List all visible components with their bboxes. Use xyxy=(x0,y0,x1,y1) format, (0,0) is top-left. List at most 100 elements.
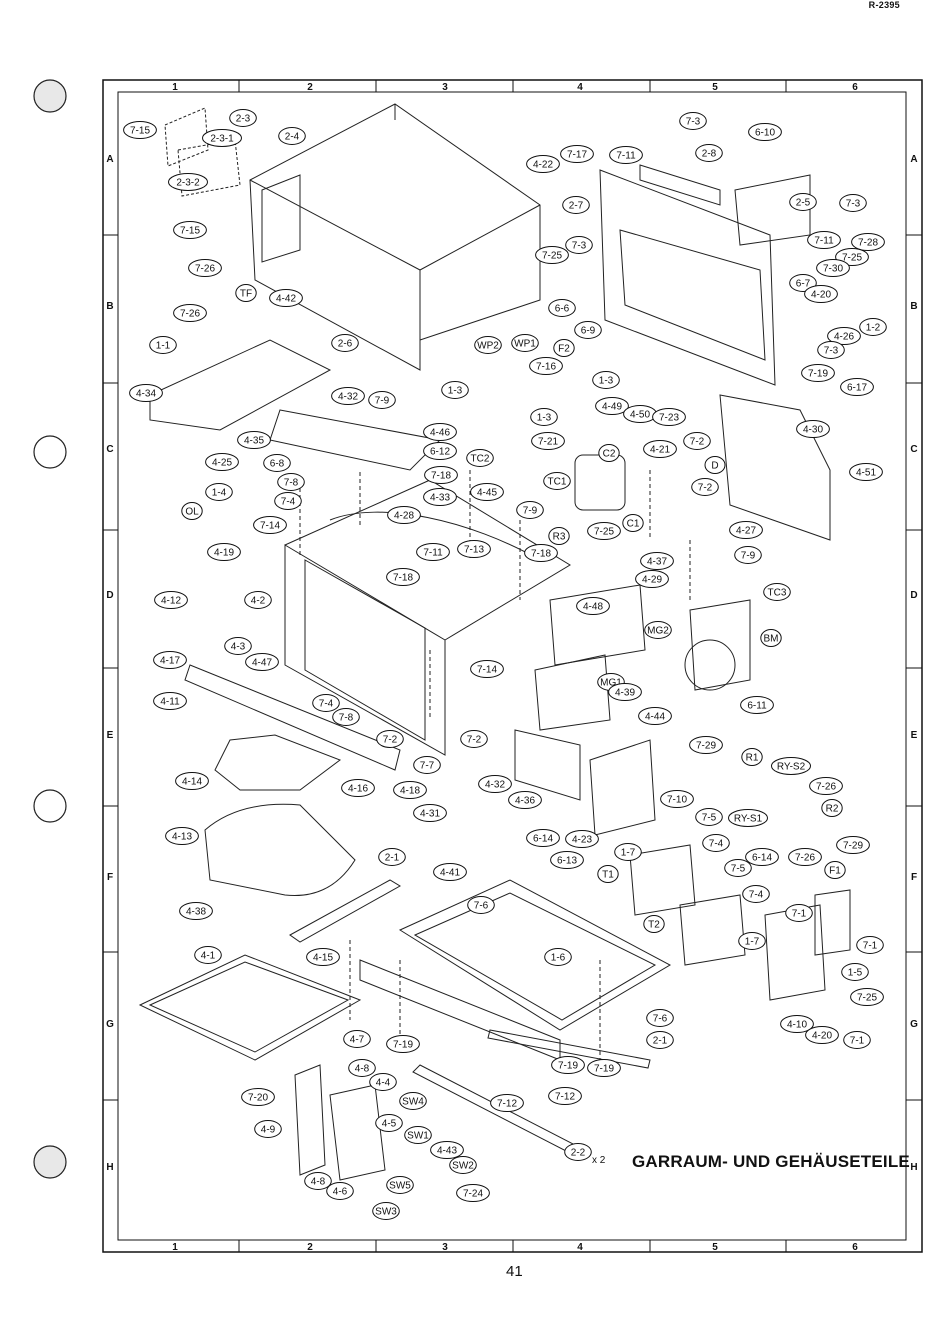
part-callout: 2-4 xyxy=(278,127,306,145)
callout-balloon xyxy=(646,1031,674,1049)
callout-balloon xyxy=(474,336,502,354)
callout-balloon xyxy=(343,1030,371,1048)
part-number-label: 2-1 xyxy=(385,853,400,864)
part-number-label: 4-38 xyxy=(186,907,206,918)
part-callout: 7-12 xyxy=(548,1087,582,1105)
callout-balloon xyxy=(173,304,207,322)
part-callout: 7-25 xyxy=(587,522,621,540)
part-number-label: 7-4 xyxy=(749,890,764,901)
part-number-label: 6-11 xyxy=(747,701,767,712)
part-callout: C1 xyxy=(622,514,644,532)
part-number-label: 7-28 xyxy=(858,238,878,249)
part-callout: 7-1 xyxy=(843,1031,871,1049)
part-number-label: 4-49 xyxy=(602,402,622,413)
part-callout: BM xyxy=(760,629,782,647)
part-number-label: 7-25 xyxy=(842,253,862,264)
part-callout: 1-3 xyxy=(530,408,558,426)
part-callout: 7-11 xyxy=(609,146,643,164)
part-callout: 6-10 xyxy=(748,123,782,141)
callout-balloon xyxy=(154,591,188,609)
grid-row-label-right: B xyxy=(910,301,917,312)
callout-balloon xyxy=(738,932,766,950)
part-number-label: 4-2 xyxy=(251,596,266,607)
part-number-label: C1 xyxy=(627,519,640,530)
document-code: R-2395 xyxy=(868,0,900,10)
grid-column-label-bottom: 1 xyxy=(172,1242,178,1253)
callout-balloon xyxy=(224,637,252,655)
part-number-label: 6-13 xyxy=(557,856,577,867)
part-number-label: 2-2 xyxy=(571,1148,586,1159)
callout-balloon xyxy=(386,1176,414,1194)
part-number-label: 7-3 xyxy=(846,199,861,210)
callout-balloon xyxy=(441,381,469,399)
part-callout: T2 xyxy=(643,915,665,933)
part-number-label: 7-21 xyxy=(538,437,558,448)
grid-column-label-bottom: 2 xyxy=(307,1242,313,1253)
part-number-label: 4-7 xyxy=(350,1035,365,1046)
part-callout: MG2 xyxy=(644,621,672,639)
callout-balloon xyxy=(821,799,843,817)
part-callout: 4-18 xyxy=(393,781,427,799)
part-callout: 7-19 xyxy=(801,364,835,382)
part-callout: SW2 xyxy=(449,1156,477,1174)
part-number-label: 7-15 xyxy=(130,126,150,137)
grid-row-label-left: A xyxy=(106,154,113,165)
part-callout: TF xyxy=(235,284,257,302)
part-callout: 2-1 xyxy=(646,1031,674,1049)
part-number-label: 7-11 xyxy=(814,236,834,247)
part-number-label: 7-3 xyxy=(572,241,587,252)
callout-balloon xyxy=(851,233,885,251)
callout-balloon xyxy=(229,109,257,127)
part-callout: 4-22 xyxy=(526,155,560,173)
part-number-label: 7-29 xyxy=(843,841,863,852)
part-callout: 7-16 xyxy=(529,357,563,375)
callout-balloon xyxy=(168,173,208,191)
part-callout: T1 xyxy=(597,865,619,883)
grid-row-label-left: F xyxy=(107,872,113,883)
part-callout: 7-26 xyxy=(809,777,843,795)
part-callout: 7-2 xyxy=(691,478,719,496)
part-number-label: 4-16 xyxy=(348,784,368,795)
part-callout: 6-8 xyxy=(263,454,291,472)
part-number-label: 1-6 xyxy=(551,953,566,964)
callout-balloon xyxy=(413,804,447,822)
callout-balloon xyxy=(235,284,257,302)
part-number-label: 7-12 xyxy=(555,1092,575,1103)
callout-balloon xyxy=(535,246,569,264)
part-number-label: 6-7 xyxy=(796,279,811,290)
callout-balloon xyxy=(341,779,375,797)
part-number-label: 4-28 xyxy=(394,511,414,522)
callout-balloon xyxy=(565,236,593,254)
part-callout: 4-39 xyxy=(608,683,642,701)
callout-balloon xyxy=(691,478,719,496)
part-callout: 2-7 xyxy=(562,196,590,214)
part-number-label: 7-18 xyxy=(393,573,413,584)
part-callout: 7-13 xyxy=(457,540,491,558)
callout-balloon xyxy=(348,1059,376,1077)
part-callout: 4-32 xyxy=(331,387,365,405)
part-callout: 4-30 xyxy=(796,420,830,438)
part-number-label: 6-6 xyxy=(555,304,570,315)
callout-balloon xyxy=(562,196,590,214)
callout-balloon xyxy=(734,546,762,564)
callout-balloon xyxy=(695,144,723,162)
part-callout: 4-5 xyxy=(375,1114,403,1132)
callout-balloon xyxy=(643,915,665,933)
callout-balloon xyxy=(194,946,222,964)
part-number-label: 6-14 xyxy=(533,834,553,845)
callout-balloon xyxy=(598,444,620,462)
grid-row-label-right: D xyxy=(910,590,917,601)
part-number-label: 2-4 xyxy=(285,132,300,143)
part-number-label: 7-25 xyxy=(857,993,877,1004)
callout-balloon xyxy=(796,420,830,438)
callout-balloon xyxy=(748,123,782,141)
part-number-label: TC2 xyxy=(471,454,490,465)
part-callout: 2-3 xyxy=(229,109,257,127)
part-number-label: 7-8 xyxy=(339,713,354,724)
part-callout: 4-45 xyxy=(470,483,504,501)
part-number-label: 4-11 xyxy=(160,697,180,708)
part-number-label: C2 xyxy=(603,449,616,460)
callout-balloon xyxy=(840,378,874,396)
callout-balloon xyxy=(263,454,291,472)
